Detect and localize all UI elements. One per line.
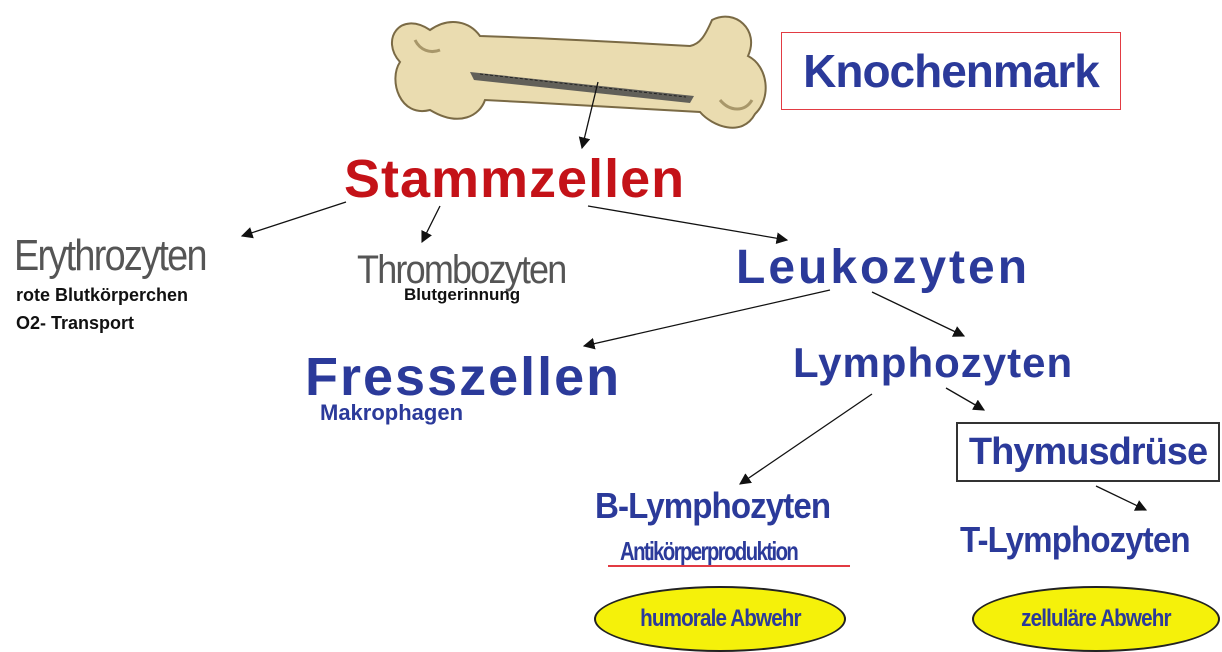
humorale-abwehr-ellipse: humorale Abwehr bbox=[594, 586, 846, 652]
arrow-lymphozyten-to-b-lymphozyten bbox=[740, 394, 872, 484]
leukozyten-node: Leukozyten bbox=[736, 244, 1030, 292]
lymphozyten-node: Lymphozyten bbox=[793, 342, 1073, 384]
knochenmark-title-box: Knochenmark bbox=[781, 32, 1121, 110]
erythrozyten-node: Erythrozyten bbox=[14, 234, 206, 278]
thrombozyten-function: Blutgerinnung bbox=[404, 286, 520, 303]
arrow-leukozyten-to-fresszellen bbox=[584, 290, 830, 346]
zellulaere-abwehr-ellipse: zelluläre Abwehr bbox=[972, 586, 1220, 652]
fresszellen-node: Fresszellen bbox=[305, 350, 621, 404]
arrow-stammzellen-to-leukozyten bbox=[588, 206, 787, 240]
knochenmark-title: Knochenmark bbox=[803, 44, 1099, 98]
stammzellen-node: Stammzellen bbox=[344, 152, 685, 206]
b-lymphozyten-node: B-Lymphozyten bbox=[595, 488, 830, 524]
arrow-lymphozyten-to-thymus bbox=[946, 388, 984, 410]
b-lymphozyten-function: Antikörperproduktion bbox=[620, 538, 797, 564]
zellulaere-abwehr-label: zelluläre Abwehr bbox=[1021, 605, 1171, 633]
erythrozyten-function: O2- Transport bbox=[16, 314, 134, 332]
antikoerper-underline bbox=[608, 565, 850, 567]
fresszellen-description: Makrophagen bbox=[320, 402, 463, 424]
thymusdruese-label: Thymusdrüse bbox=[969, 431, 1207, 474]
arrow-stammzellen-to-erythrozyten bbox=[242, 202, 346, 236]
erythrozyten-description: rote Blutkörperchen bbox=[16, 286, 188, 304]
arrow-leukozyten-to-lymphozyten bbox=[872, 292, 964, 336]
bone-icon bbox=[392, 17, 766, 128]
thrombozyten-node: Thrombozyten bbox=[357, 250, 566, 290]
t-lymphozyten-node: T-Lymphozyten bbox=[960, 522, 1190, 558]
thymusdruese-box: Thymusdrüse bbox=[956, 422, 1220, 482]
humorale-abwehr-label: humorale Abwehr bbox=[640, 605, 801, 633]
arrow-stammzellen-to-thrombozyten bbox=[422, 206, 440, 242]
arrow-thymus-to-t-lymphozyten bbox=[1096, 486, 1146, 510]
